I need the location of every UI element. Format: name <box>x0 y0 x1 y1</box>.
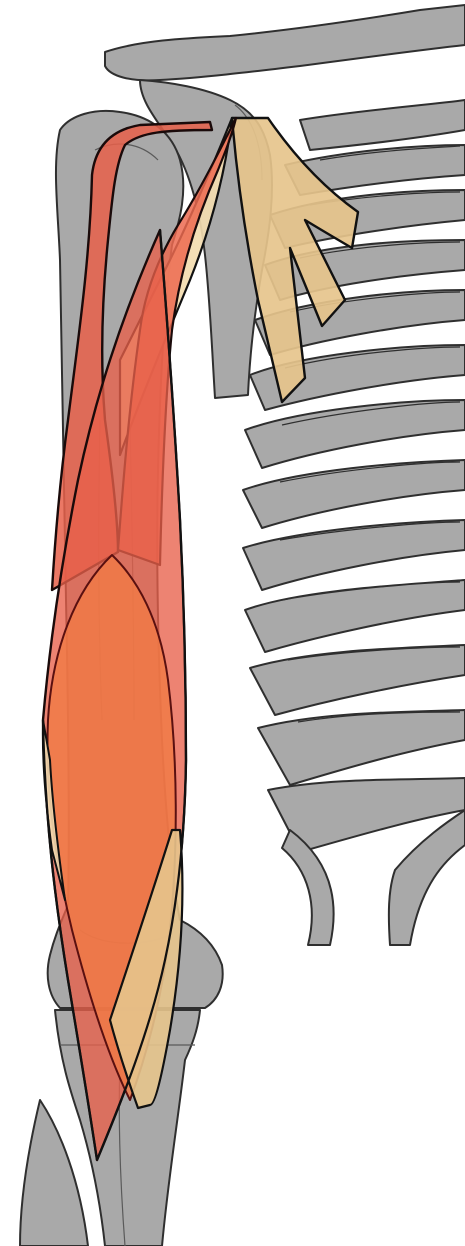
anatomy-svg <box>0 0 465 1246</box>
anatomy-illustration <box>0 0 465 1246</box>
